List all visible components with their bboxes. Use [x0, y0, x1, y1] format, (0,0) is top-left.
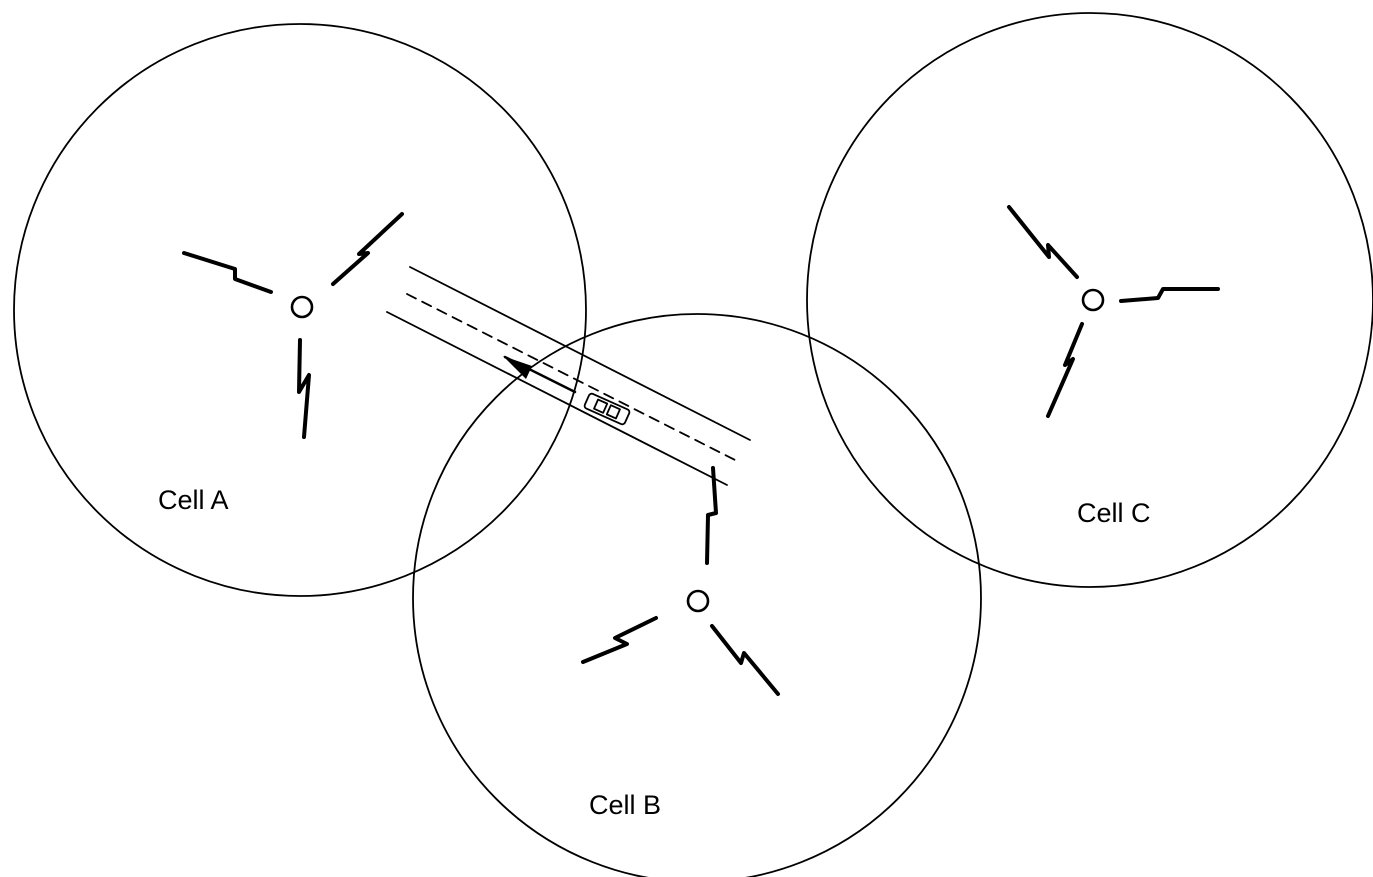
direction-arrow-icon [503, 355, 577, 394]
antenna-beam-icon [705, 466, 718, 565]
antenna-beam-icon [1007, 205, 1079, 279]
antenna-beam-icon [581, 616, 658, 664]
antenna-beam-icon [182, 251, 273, 294]
base-station-c-icon [1081, 288, 1105, 312]
cell-b-label: Cell B [589, 790, 662, 820]
cell-a-label: Cell A [158, 485, 229, 515]
cell-c-coverage [806, 12, 1373, 588]
road-edge-lower [386, 311, 728, 486]
antenna-beam-icon [1046, 322, 1084, 418]
cell-a-coverage [13, 23, 587, 597]
antenna-beam-icon [297, 338, 311, 439]
antenna-beam-icon [1119, 287, 1220, 303]
antenna-beam-icon [331, 212, 404, 286]
cell-c-label: Cell C [1077, 498, 1151, 528]
base-station-b-icon [686, 589, 710, 613]
antenna-beam-icon [710, 624, 780, 696]
road-center-dashed [406, 293, 736, 461]
road [386, 266, 751, 486]
cell-b-coverage [412, 313, 982, 877]
road-edge-upper [409, 266, 751, 441]
base-station-a-icon [290, 295, 314, 319]
car-icon [583, 392, 631, 426]
